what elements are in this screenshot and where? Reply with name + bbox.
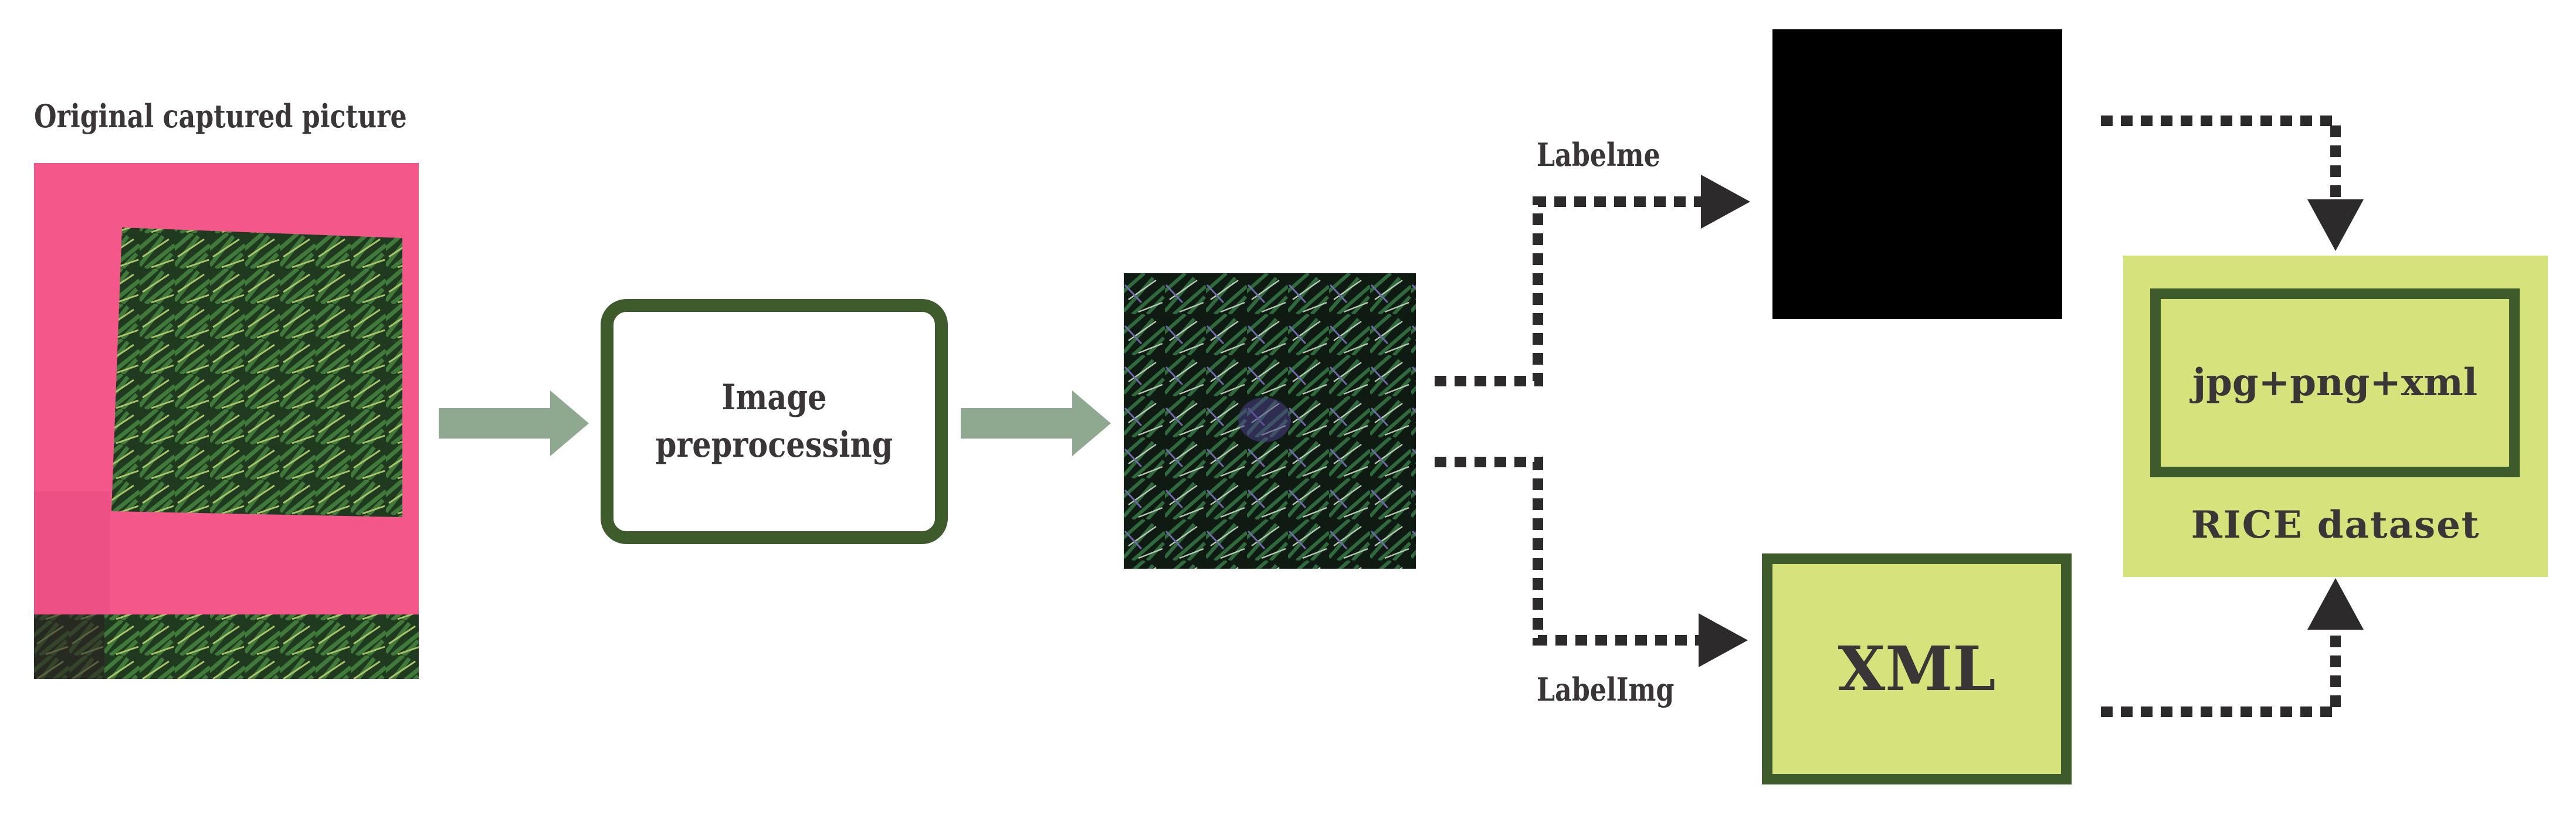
xml-label: XML	[1838, 632, 1996, 705]
image-preprocessing-box: Image preprocessing	[601, 299, 948, 544]
original-picture-title: Original captured picture	[34, 97, 407, 135]
arrowhead-right-icon	[1699, 613, 1748, 667]
rice-dataset-panel: jpg+png+xml RICE dataset	[2123, 256, 2548, 577]
original-captured-picture	[34, 163, 419, 679]
labelme-label: Labelme	[1537, 136, 1660, 174]
image-preprocessing-label: Image preprocessing	[655, 377, 893, 466]
preprocessed-picture	[1124, 273, 1416, 569]
arrow-right-icon	[439, 390, 589, 456]
arrowhead-down-icon	[2307, 199, 2364, 251]
mask-image	[1772, 29, 2062, 319]
formats-label: jpg+png+xml	[2192, 360, 2478, 405]
rice-dataset-label: RICE dataset	[2191, 502, 2480, 547]
arrowhead-up-icon	[2307, 578, 2364, 630]
arrowhead-right-icon	[1701, 175, 1750, 229]
formats-box: jpg+png+xml	[2150, 288, 2520, 477]
labelimg-label: LabelImg	[1537, 671, 1675, 708]
xml-box: XML	[1762, 553, 2072, 784]
arrow-right-icon	[961, 390, 1111, 456]
